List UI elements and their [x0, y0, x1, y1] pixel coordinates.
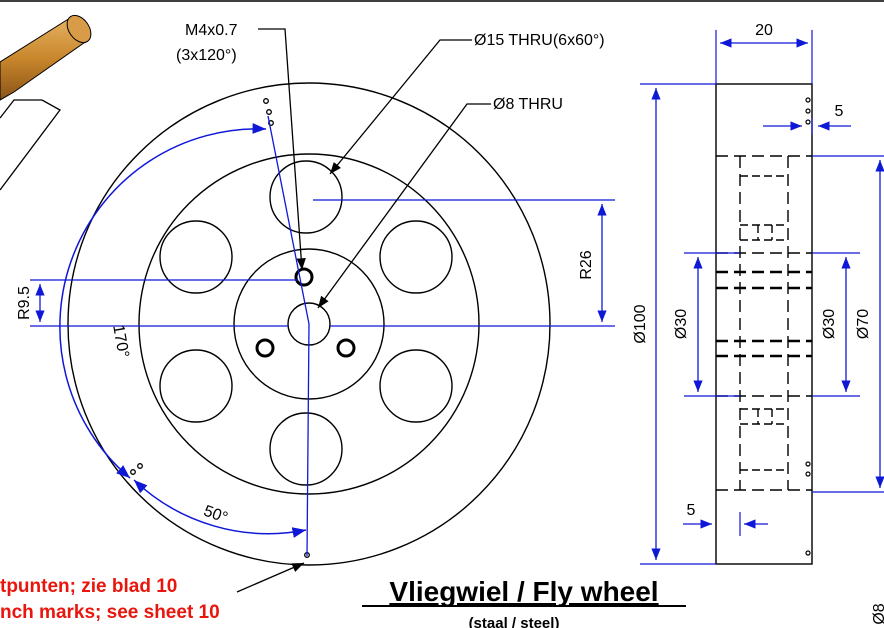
label-thread: M4x0.7 — [185, 22, 238, 39]
dim-top-5: 5 — [835, 103, 844, 120]
dim-width-20: 20 — [755, 22, 773, 39]
label-hole15: Ø15 THRU(6x60°) — [474, 32, 605, 49]
drawing-title: Vliegwiel / Fly wheel — [389, 576, 658, 607]
lightening-hole — [269, 160, 343, 234]
threaded-hole — [255, 338, 275, 358]
threaded-hole — [336, 338, 356, 358]
lightening-hole — [379, 349, 453, 423]
punch-mark — [137, 463, 143, 469]
punch-mark — [266, 109, 272, 115]
dim-r26: R26 — [578, 250, 595, 279]
punch-mark — [268, 120, 274, 126]
note-punch-en: nch marks; see sheet 10 — [0, 602, 220, 623]
dim-dia30-right: Ø30 — [821, 309, 838, 339]
dim-angle-170: 170° — [109, 323, 131, 359]
outer-rim — [67, 82, 551, 566]
drawing-material: (staal / steel) — [469, 615, 560, 628]
side-outline — [715, 83, 813, 565]
label-thread-pattern: (3x120°) — [176, 47, 237, 64]
punch-mark — [263, 98, 269, 104]
dim-dia100: Ø100 — [632, 304, 649, 343]
callouts: M4x0.7 (3x120°) Ø15 THRU(6x60°) Ø8 THRU — [176, 22, 605, 593]
dim-r95: R9.5 — [16, 286, 33, 320]
lightening-hole — [159, 349, 233, 423]
lightening-hole — [379, 220, 453, 294]
note-punch-nl: tpunten; zie blad 10 — [0, 576, 177, 597]
front-view-dimensions: R26 R9.5 170° 50° — [16, 115, 615, 557]
dim-bottom-5: 5 — [687, 502, 696, 519]
dim-dia70: Ø70 — [855, 309, 872, 339]
side-view — [715, 83, 813, 565]
punch-mark — [130, 469, 136, 475]
iso-preview — [0, 14, 92, 191]
lightening-hole — [159, 220, 233, 294]
dim-corner-ø8: Ø8 — [871, 603, 884, 624]
lightening-hole — [269, 412, 343, 486]
dim-dia30-left: Ø30 — [673, 309, 690, 339]
label-hole8: Ø8 THRU — [493, 96, 563, 113]
side-view-dimensions: 20 5 5 Ø100 Ø30 Ø30 Ø70 Ø8 — [632, 22, 884, 625]
